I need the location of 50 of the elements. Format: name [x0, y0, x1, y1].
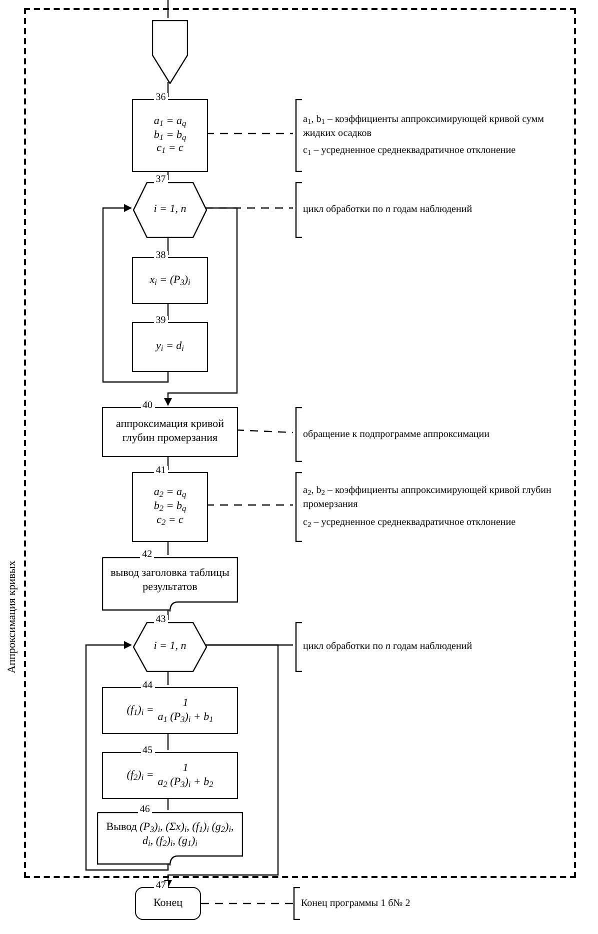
step-number: 45 [140, 746, 155, 756]
off-page-connector [152, 20, 188, 84]
leader-line [205, 207, 293, 209]
formula-text: b$_{2}$ = b$_{q}$ [154, 500, 186, 514]
leader-line [206, 504, 293, 506]
flow-arrow [164, 207, 238, 406]
annotation-text: a$_{1}$, b$_{1}$ – коэффициенты аппроксимирующей кривой сумм жидких осадков [303, 112, 545, 140]
formula-text: c$_{2}$ = c [156, 514, 184, 528]
flow-arrow [102, 204, 169, 383]
step-number: 39 [154, 316, 168, 326]
formula-text: a$_{2}$ = a$_{q}$ [154, 486, 186, 500]
step-number: 44 [140, 681, 155, 691]
step-number: 42 [140, 550, 154, 560]
formula-text: (f$_{1}$)$_{i}$ = [126, 703, 154, 719]
formula-text: x$_{i}$ = (P$_{3}$)$_{i}$ [150, 274, 190, 288]
step-number: 37 [154, 175, 168, 185]
formula-text: вывод заголовка таблицы результатов [110, 566, 230, 594]
annotation-text: Конец программы 1 б№ 2 [301, 896, 412, 910]
formula-text: i = 1, n [154, 640, 186, 654]
formula-text: a$_{1}$ (P$_{3}$)$_{i}$ + b$_{1}$ [158, 710, 214, 724]
annotation-text: цикл обработки по n годам наблюдений [303, 640, 474, 654]
annotation-text: c$_{1}$ – усредненное среднеквадратичное отклонение [303, 144, 517, 158]
annotation-text: a$_{2}$, b$_{2}$ – коэффициенты аппроксимирующей кривой глубин промерзания [303, 484, 552, 512]
annotation-text: обращение к подпрограмме аппроксимации [303, 428, 490, 442]
formula-text: a$_{2}$ (P$_{3}$)$_{i}$ + b$_{2}$ [158, 776, 214, 790]
formula-text: 1 [182, 762, 188, 776]
formula-text: 1 [182, 696, 188, 710]
formula-text: аппроксимация кривой глубин промерзания [115, 418, 225, 446]
annotation-text: c$_{2}$ – усредненное среднеквадратичное отклонение [303, 516, 517, 530]
group-label: Аппроксимация кривых [4, 560, 19, 674]
step-number: 41 [154, 466, 168, 476]
annotation-text: цикл обработки по n годам наблюдений [303, 203, 474, 217]
step-number: 46 [138, 805, 152, 815]
flow-arrow [85, 641, 169, 871]
step-number: 36 [154, 93, 168, 103]
step-number: 43 [154, 615, 168, 625]
leader-line [201, 902, 293, 904]
formula-text: i = 1, n [154, 203, 186, 217]
formula-text: c$_{1}$ = c [156, 142, 184, 156]
formula-text: Вывод (P$_{3}$)$_{i}$, (Σx)$_{i}$, (f$_{1}$)$_{i}$ (g$_{2}$)$_{i}$, d$_{i}$, (f$_{2}$)$_{i}$, (g$_{1}$)$_{i}$ [105, 821, 235, 849]
step-number: 47 [154, 881, 168, 891]
formula-text: y$_{i}$ = d$_{i}$ [156, 340, 184, 354]
formula-text: a$_{1}$ = a$_{q}$ [154, 114, 186, 129]
formula-text: b$_{1}$ = b$_{q}$ [154, 128, 186, 142]
leader-line [206, 132, 293, 134]
flow-arrow [164, 644, 279, 888]
formula-text: (f$_{2}$)$_{i}$ = [126, 768, 154, 784]
step-number: 38 [154, 251, 168, 261]
step-number: 40 [140, 401, 155, 411]
formula-text: Конец [154, 896, 182, 910]
